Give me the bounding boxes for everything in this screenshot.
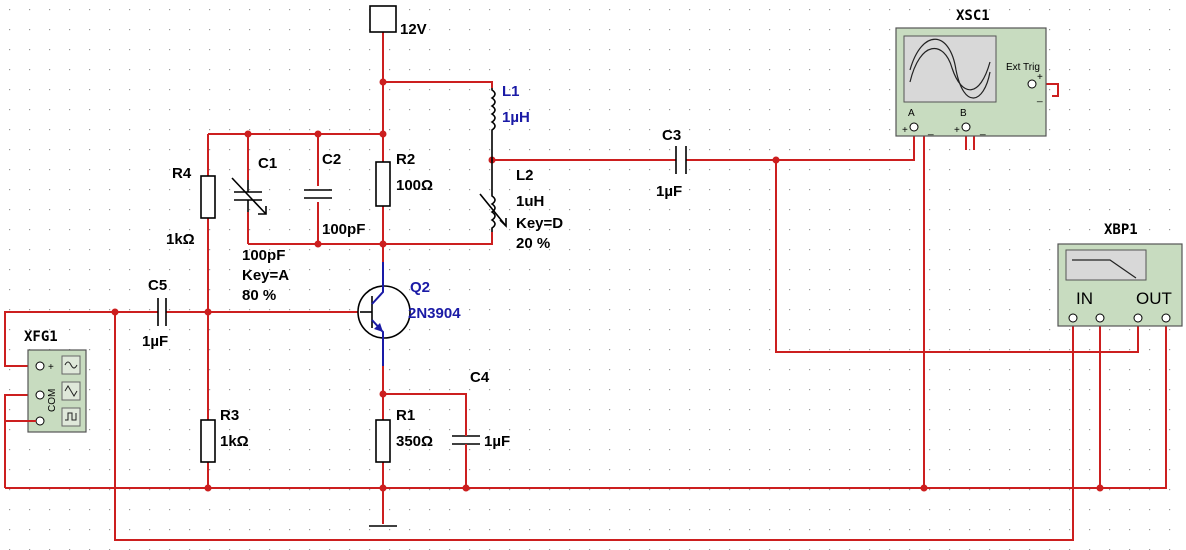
ext-trig-plus: +	[1037, 72, 1043, 83]
capacitor-c3[interactable]: C3 1µF	[656, 127, 687, 200]
l2-key: Key=D	[516, 215, 563, 232]
xbp1-ref: XBP1	[1104, 222, 1138, 238]
c2-ref: C2	[322, 151, 341, 168]
resistor-r1[interactable]: R1 350Ω	[375, 407, 433, 463]
xsc1-b-minus: _	[979, 125, 986, 136]
xfg1-com-terminal[interactable]	[35, 390, 45, 400]
xsc1-a-plus: +	[902, 125, 908, 136]
r2-value: 100Ω	[396, 177, 433, 194]
xfg1-plus-terminal[interactable]	[35, 361, 45, 371]
scope-trace-a	[909, 48, 991, 91]
capacitor-c4[interactable]: C4 1µF	[452, 369, 510, 450]
capacitor-c2[interactable]: C2 100pF	[304, 151, 365, 238]
xsc1-channel-a: A	[908, 108, 915, 119]
resistor-r2[interactable]: R2 100Ω	[375, 151, 433, 207]
l2-ref: L2	[516, 167, 534, 184]
vcc-supply[interactable]: 12V	[369, 5, 427, 38]
resistor-r4[interactable]: R4 1kΩ	[166, 165, 216, 248]
bode-screen	[1065, 249, 1147, 281]
c2-value: 100pF	[322, 221, 365, 238]
r4-value: 1kΩ	[166, 231, 195, 248]
c3-ref: C3	[662, 127, 681, 144]
junction-dots	[111, 78, 1104, 492]
l1-value: 1µH	[502, 109, 530, 126]
capacitor-c1[interactable]: C1 100pF Key=A 80 %	[231, 155, 289, 304]
ext-trig-terminal[interactable]	[1027, 79, 1037, 89]
bode-curve	[1072, 259, 1137, 279]
resistor-r3[interactable]: R3 1kΩ	[200, 407, 249, 463]
c1-percent: 80 %	[242, 287, 276, 304]
ext-trig-minus: _	[1036, 92, 1043, 103]
inductor-l1[interactable]: L1 1µH	[490, 83, 530, 160]
q2-value: 2N3904	[408, 305, 461, 322]
r3-value: 1kΩ	[220, 433, 249, 450]
c1-ref: C1	[258, 155, 277, 172]
vcc-label: 12V	[400, 21, 427, 38]
c1-key: Key=A	[242, 267, 289, 284]
xbp1-in: IN	[1076, 289, 1093, 308]
scope-screen	[903, 35, 997, 103]
bode-out-minus-terminal[interactable]	[1161, 313, 1171, 323]
transistor-q2[interactable]: Q2 2N3904	[357, 262, 461, 366]
xsc1-ref: XSC1	[956, 8, 990, 24]
r2-ref: R2	[396, 151, 415, 168]
xfg1-ref: XFG1	[24, 329, 58, 345]
c5-value: 1µF	[142, 333, 168, 350]
r1-ref: R1	[396, 407, 415, 424]
bode-in-minus-terminal[interactable]	[1095, 313, 1105, 323]
scope-a-terminal[interactable]	[909, 122, 919, 132]
bode-in-plus-terminal[interactable]	[1068, 313, 1078, 323]
bode-plotter-xbp1[interactable]: XBP1 IN OUT	[1057, 222, 1183, 327]
q2-ref: Q2	[410, 279, 430, 296]
c1-value: 100pF	[242, 247, 285, 264]
xfg1-minus-terminal[interactable]	[35, 416, 45, 426]
r4-ref: R4	[172, 165, 192, 182]
xfg1-plus-label: +	[48, 362, 54, 373]
xsc1-ext-trig: Ext Trig	[1006, 62, 1040, 73]
function-generator-xfg1[interactable]: XFG1 + COM	[5, 329, 87, 433]
oscilloscope-xsc1[interactable]: XSC1 Ext Trig + _ A B + _ + _	[895, 8, 1047, 137]
square-wave-icon[interactable]	[61, 407, 81, 427]
scope-b-terminal[interactable]	[961, 122, 971, 132]
r3-ref: R3	[220, 407, 239, 424]
capacitor-c5[interactable]: C5 1µF	[142, 277, 168, 350]
xbp1-out: OUT	[1136, 289, 1172, 308]
xsc1-b-plus: +	[954, 125, 960, 136]
l1-ref: L1	[502, 83, 520, 100]
xfg1-com-label: COM	[47, 389, 58, 412]
xsc1-channel-b: B	[960, 108, 967, 119]
c5-ref: C5	[148, 277, 167, 294]
c4-value: 1µF	[484, 433, 510, 450]
xsc1-a-minus: _	[927, 125, 934, 136]
c4-ref: C4	[470, 369, 490, 386]
bode-out-plus-terminal[interactable]	[1133, 313, 1143, 323]
l2-value: 1uH	[516, 193, 544, 210]
inductor-l2[interactable]: L2 1uH Key=D 20 %	[479, 160, 563, 252]
scope-trace-b	[909, 38, 991, 99]
wires	[4, 32, 1167, 541]
l2-percent: 20 %	[516, 235, 550, 252]
r1-value: 350Ω	[396, 433, 433, 450]
c3-value: 1µF	[656, 183, 682, 200]
